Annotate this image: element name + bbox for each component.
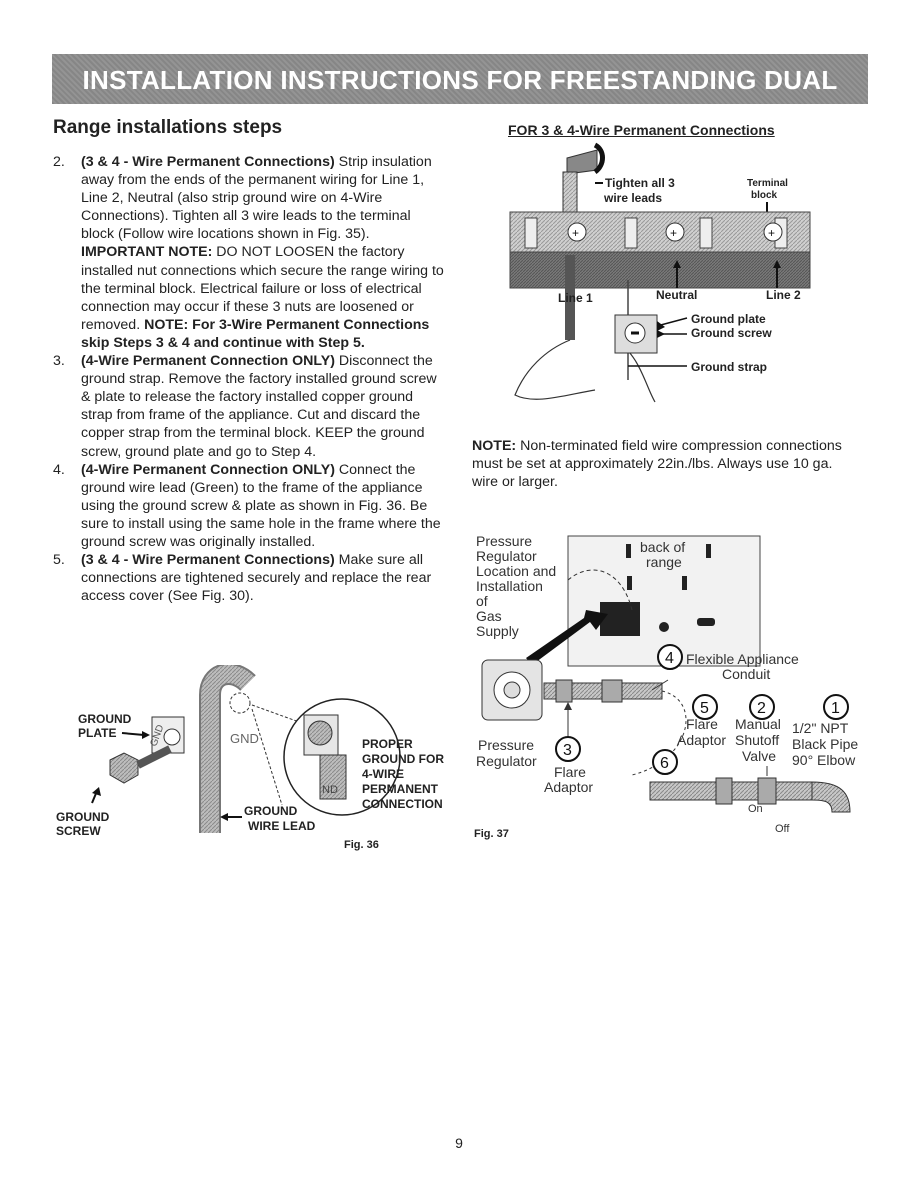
step-title: (3 & 4 - Wire Permanent Connections) [81, 154, 335, 170]
svg-text:+: + [572, 226, 579, 240]
back-of-range-label: back of [640, 539, 685, 555]
off-label: Off [775, 823, 790, 835]
note-label: NOTE: [472, 438, 517, 454]
line1-label: Line 1 [558, 291, 593, 305]
elbow-label: 1/2" NPT [792, 720, 849, 736]
step-text: Disconnect the ground strap. Remove the … [81, 353, 437, 460]
pressure-regulator-location-label: Location and [476, 563, 556, 579]
elbow-fitting [811, 781, 851, 813]
note-text: Non-terminated field wire compression co… [472, 438, 842, 491]
pressure-regulator [481, 659, 543, 721]
ground-plate-label: GROUND [78, 712, 132, 726]
proper-ground-label: PROPER [362, 737, 413, 751]
on-label: On [748, 803, 763, 815]
proper-ground-label: 4-WIRE [362, 767, 404, 781]
pressure-regulator-location-label: Gas [476, 608, 502, 624]
terminal-block: + + + [509, 211, 811, 289]
page-banner: INSTALLATION INSTRUCTIONS FOR FREESTANDI… [52, 54, 868, 147]
nd-mark: ND [322, 784, 338, 796]
pressure-regulator-location-label: Installation [476, 578, 543, 594]
ground-screw-label: SCREW [56, 824, 101, 838]
flex-conduit [621, 682, 663, 700]
figure-caption: Fig. 36 [344, 839, 379, 851]
callout-2: 2 [757, 700, 766, 717]
shutoff-valve-label: Valve [742, 748, 776, 764]
wire-leads-label: wire leads [603, 191, 662, 205]
back-of-range-label: range [646, 554, 682, 570]
back-of-range [567, 535, 761, 667]
step-text: Connect the ground wire lead (Green) to … [81, 461, 441, 550]
page-number: 9 [455, 1135, 463, 1151]
proper-ground-label: PERMANENT [362, 782, 439, 796]
flare-adaptor-label: Adaptor [544, 779, 593, 795]
step-title: (4-Wire Permanent Connection ONLY) [81, 461, 335, 478]
callout-3: 3 [563, 742, 572, 759]
wrench-icon [562, 142, 605, 213]
callout-6: 6 [660, 755, 669, 772]
svg-text:+: + [670, 226, 677, 240]
shutoff-valve [757, 777, 777, 805]
ground-screw-label: GROUND [56, 810, 110, 824]
flare-adaptor-label: Adaptor [677, 732, 726, 748]
pressure-regulator-location-label: Supply [476, 623, 519, 639]
shutoff-valve-label: Shutoff [735, 732, 779, 748]
step-text: DO NOT LOOSEN the factory installed nut … [81, 244, 444, 333]
step-title: (4-Wire Permanent Connection ONLY) [81, 353, 335, 370]
ground-screw-label: Ground screw [691, 326, 772, 340]
step-number: 5. [53, 552, 65, 569]
pressure-regulator-location-label: of [476, 593, 488, 609]
gnd-mark: GND [230, 731, 259, 746]
ground-wire-figure: GROUND PLATE GND GROUND SCREW GND GROUND… [56, 665, 444, 851]
ground-wire-label: WIRE LEAD [248, 819, 316, 833]
proper-ground-label: CONNECTION [362, 797, 443, 811]
step-number: 2. [53, 154, 65, 170]
block-label: block [751, 190, 778, 201]
ground-plate-label: PLATE [78, 726, 116, 740]
important-note-label: IMPORTANT NOTE: [81, 244, 213, 261]
flexible-conduit-label: Conduit [722, 666, 770, 682]
figure-caption: Fig. 37 [474, 828, 509, 840]
big-arrow [526, 610, 608, 665]
elbow-label: Black Pipe [792, 736, 858, 752]
callout-1: 1 [831, 700, 840, 717]
terminal-block-figure: Tighten all 3 wire leads Terminal block … [509, 142, 811, 403]
step-number: 4. [53, 461, 65, 478]
ground-plate-label: Ground plate [691, 312, 766, 326]
flexible-conduit-label: Flexible Appliance [686, 651, 799, 667]
step-number: 3. [53, 353, 65, 370]
ground-screw [109, 745, 172, 784]
step-note: NOTE: For 3-Wire Permanent Connections s… [81, 316, 430, 351]
figure-heading: FOR 3 & 4-Wire Permanent Connections [508, 122, 775, 138]
callout-5: 5 [700, 700, 709, 717]
step-text: Make sure all connections are tightened … [81, 552, 432, 605]
pressure-regulator-location-label: Pressure [476, 533, 532, 549]
ground-wire-label: GROUND [244, 804, 298, 818]
step-2: 2. (3 & 4 - Wire Permanent Connections) … [53, 153, 445, 352]
shutoff-valve-label: Manual [735, 716, 781, 732]
svg-text:+: + [768, 226, 775, 240]
section-heading: Range installations steps [53, 117, 283, 138]
step-4: 4. (4-Wire Permanent Connection ONLY) Co… [53, 461, 445, 551]
step-title: (3 & 4 - Wire Permanent Connections) [81, 552, 335, 569]
steps-list: 2. (3 & 4 - Wire Permanent Connections) … [53, 153, 445, 605]
step-3: 3. (4-Wire Permanent Connection ONLY) Di… [53, 352, 445, 461]
pressure-regulator-label: Pressure [478, 737, 534, 753]
pressure-regulator-location-label: Regulator [476, 548, 537, 564]
callout-4: 4 [665, 650, 674, 667]
gas-connection-figure: Pressure Regulator Location and Installa… [474, 533, 858, 840]
flare-adaptor-label: Flare [686, 716, 718, 732]
elbow-label: 90° Elbow [792, 752, 856, 768]
pressure-regulator-label: Regulator [476, 753, 537, 769]
line2-label: Line 2 [766, 288, 801, 302]
terminal-label: Terminal [747, 178, 788, 189]
torque-note: NOTE: Non-terminated field wire compress… [472, 437, 852, 491]
step-text: Strip insulation away from the ends of t… [81, 154, 432, 243]
step-5: 5. (3 & 4 - Wire Permanent Connections) … [53, 551, 445, 605]
ground-strap-label: Ground strap [691, 360, 767, 374]
neutral-label: Neutral [656, 288, 697, 302]
flare-adaptor-label: Flare [554, 764, 586, 780]
proper-ground-label: GROUND FOR [362, 752, 444, 766]
tighten-label: Tighten all 3 [605, 176, 675, 190]
